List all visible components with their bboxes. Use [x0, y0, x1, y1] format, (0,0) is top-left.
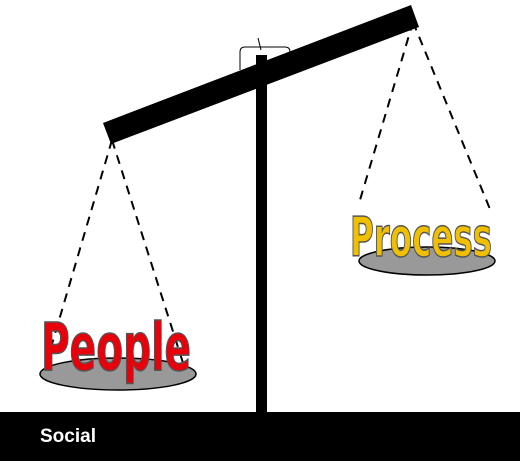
right-string-inner [412, 21, 493, 215]
right-string-outer [359, 21, 414, 201]
left-string-inner [111, 139, 185, 367]
base-label: Social [40, 426, 96, 447]
left-pan-label: People [41, 309, 191, 386]
pivot-pin [257, 37, 262, 51]
scale-beam [103, 5, 419, 144]
right-pan-label: Process [350, 206, 492, 269]
scale-post [256, 55, 267, 415]
pivot-bracket [239, 46, 291, 70]
right-pan [358, 246, 496, 276]
left-pan [39, 357, 197, 391]
base-bar [0, 412, 520, 461]
